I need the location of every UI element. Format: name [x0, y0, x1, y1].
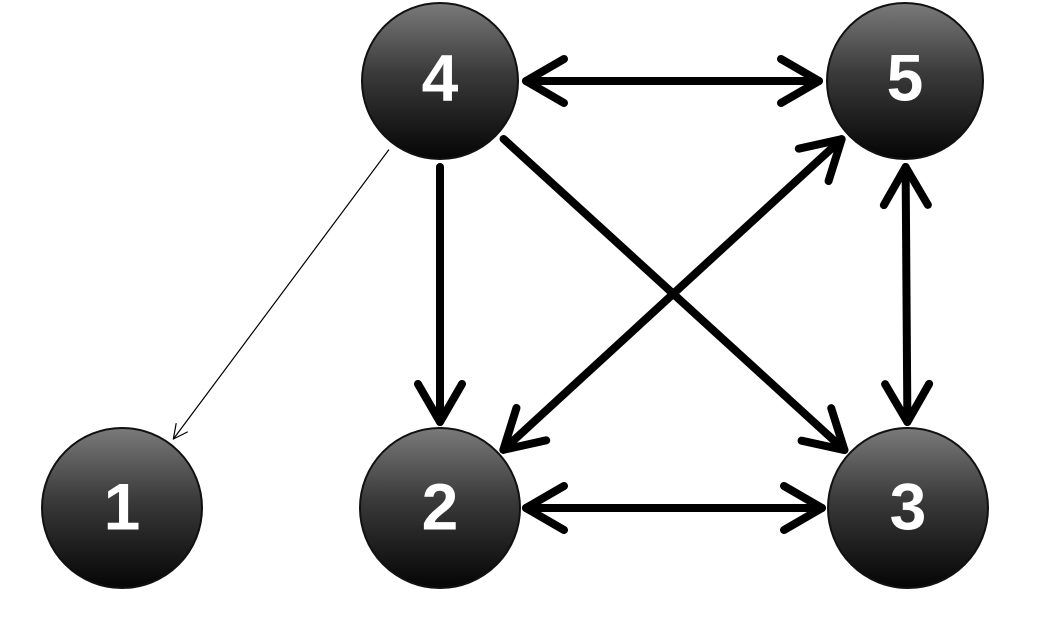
edge-4-3 — [499, 134, 849, 455]
arrowhead — [879, 162, 932, 210]
arrowhead — [780, 482, 826, 534]
arrowhead — [797, 404, 849, 455]
node-2-label: 2 — [422, 469, 459, 543]
node-1-label: 1 — [104, 469, 141, 543]
edge-line — [499, 134, 849, 455]
arrowhead — [881, 379, 934, 427]
node-3-circle — [827, 427, 989, 589]
arrowhead — [499, 403, 551, 454]
arrowhead — [172, 423, 188, 440]
node-1-circle — [41, 427, 203, 589]
node-5: 5 — [826, 2, 984, 160]
node-2-circle — [359, 427, 521, 589]
node-4: 4 — [361, 2, 519, 160]
node-4-circle — [361, 2, 519, 160]
node-3: 3 — [827, 427, 989, 589]
edge-4-5 — [522, 55, 823, 107]
edge-5-3 — [879, 162, 934, 427]
edge-line — [172, 149, 390, 440]
edge-4-2 — [414, 163, 466, 426]
edge-line — [901, 162, 912, 427]
node-3-label: 3 — [890, 469, 927, 543]
arrowhead — [777, 55, 823, 107]
arrowhead — [522, 482, 568, 534]
node-5-circle — [826, 2, 984, 160]
arrowhead — [794, 135, 846, 186]
arrowhead — [522, 55, 568, 107]
node-2: 2 — [359, 427, 521, 589]
edge-2-3 — [522, 482, 826, 534]
node-1: 1 — [41, 427, 203, 589]
node-5-label: 5 — [887, 40, 924, 114]
edges-layer — [172, 55, 934, 534]
arrowhead — [414, 380, 466, 426]
node-4-label: 4 — [422, 40, 459, 114]
nodes-layer: 4 5 1 2 3 — [41, 2, 989, 589]
edge-4-1 — [172, 149, 390, 440]
